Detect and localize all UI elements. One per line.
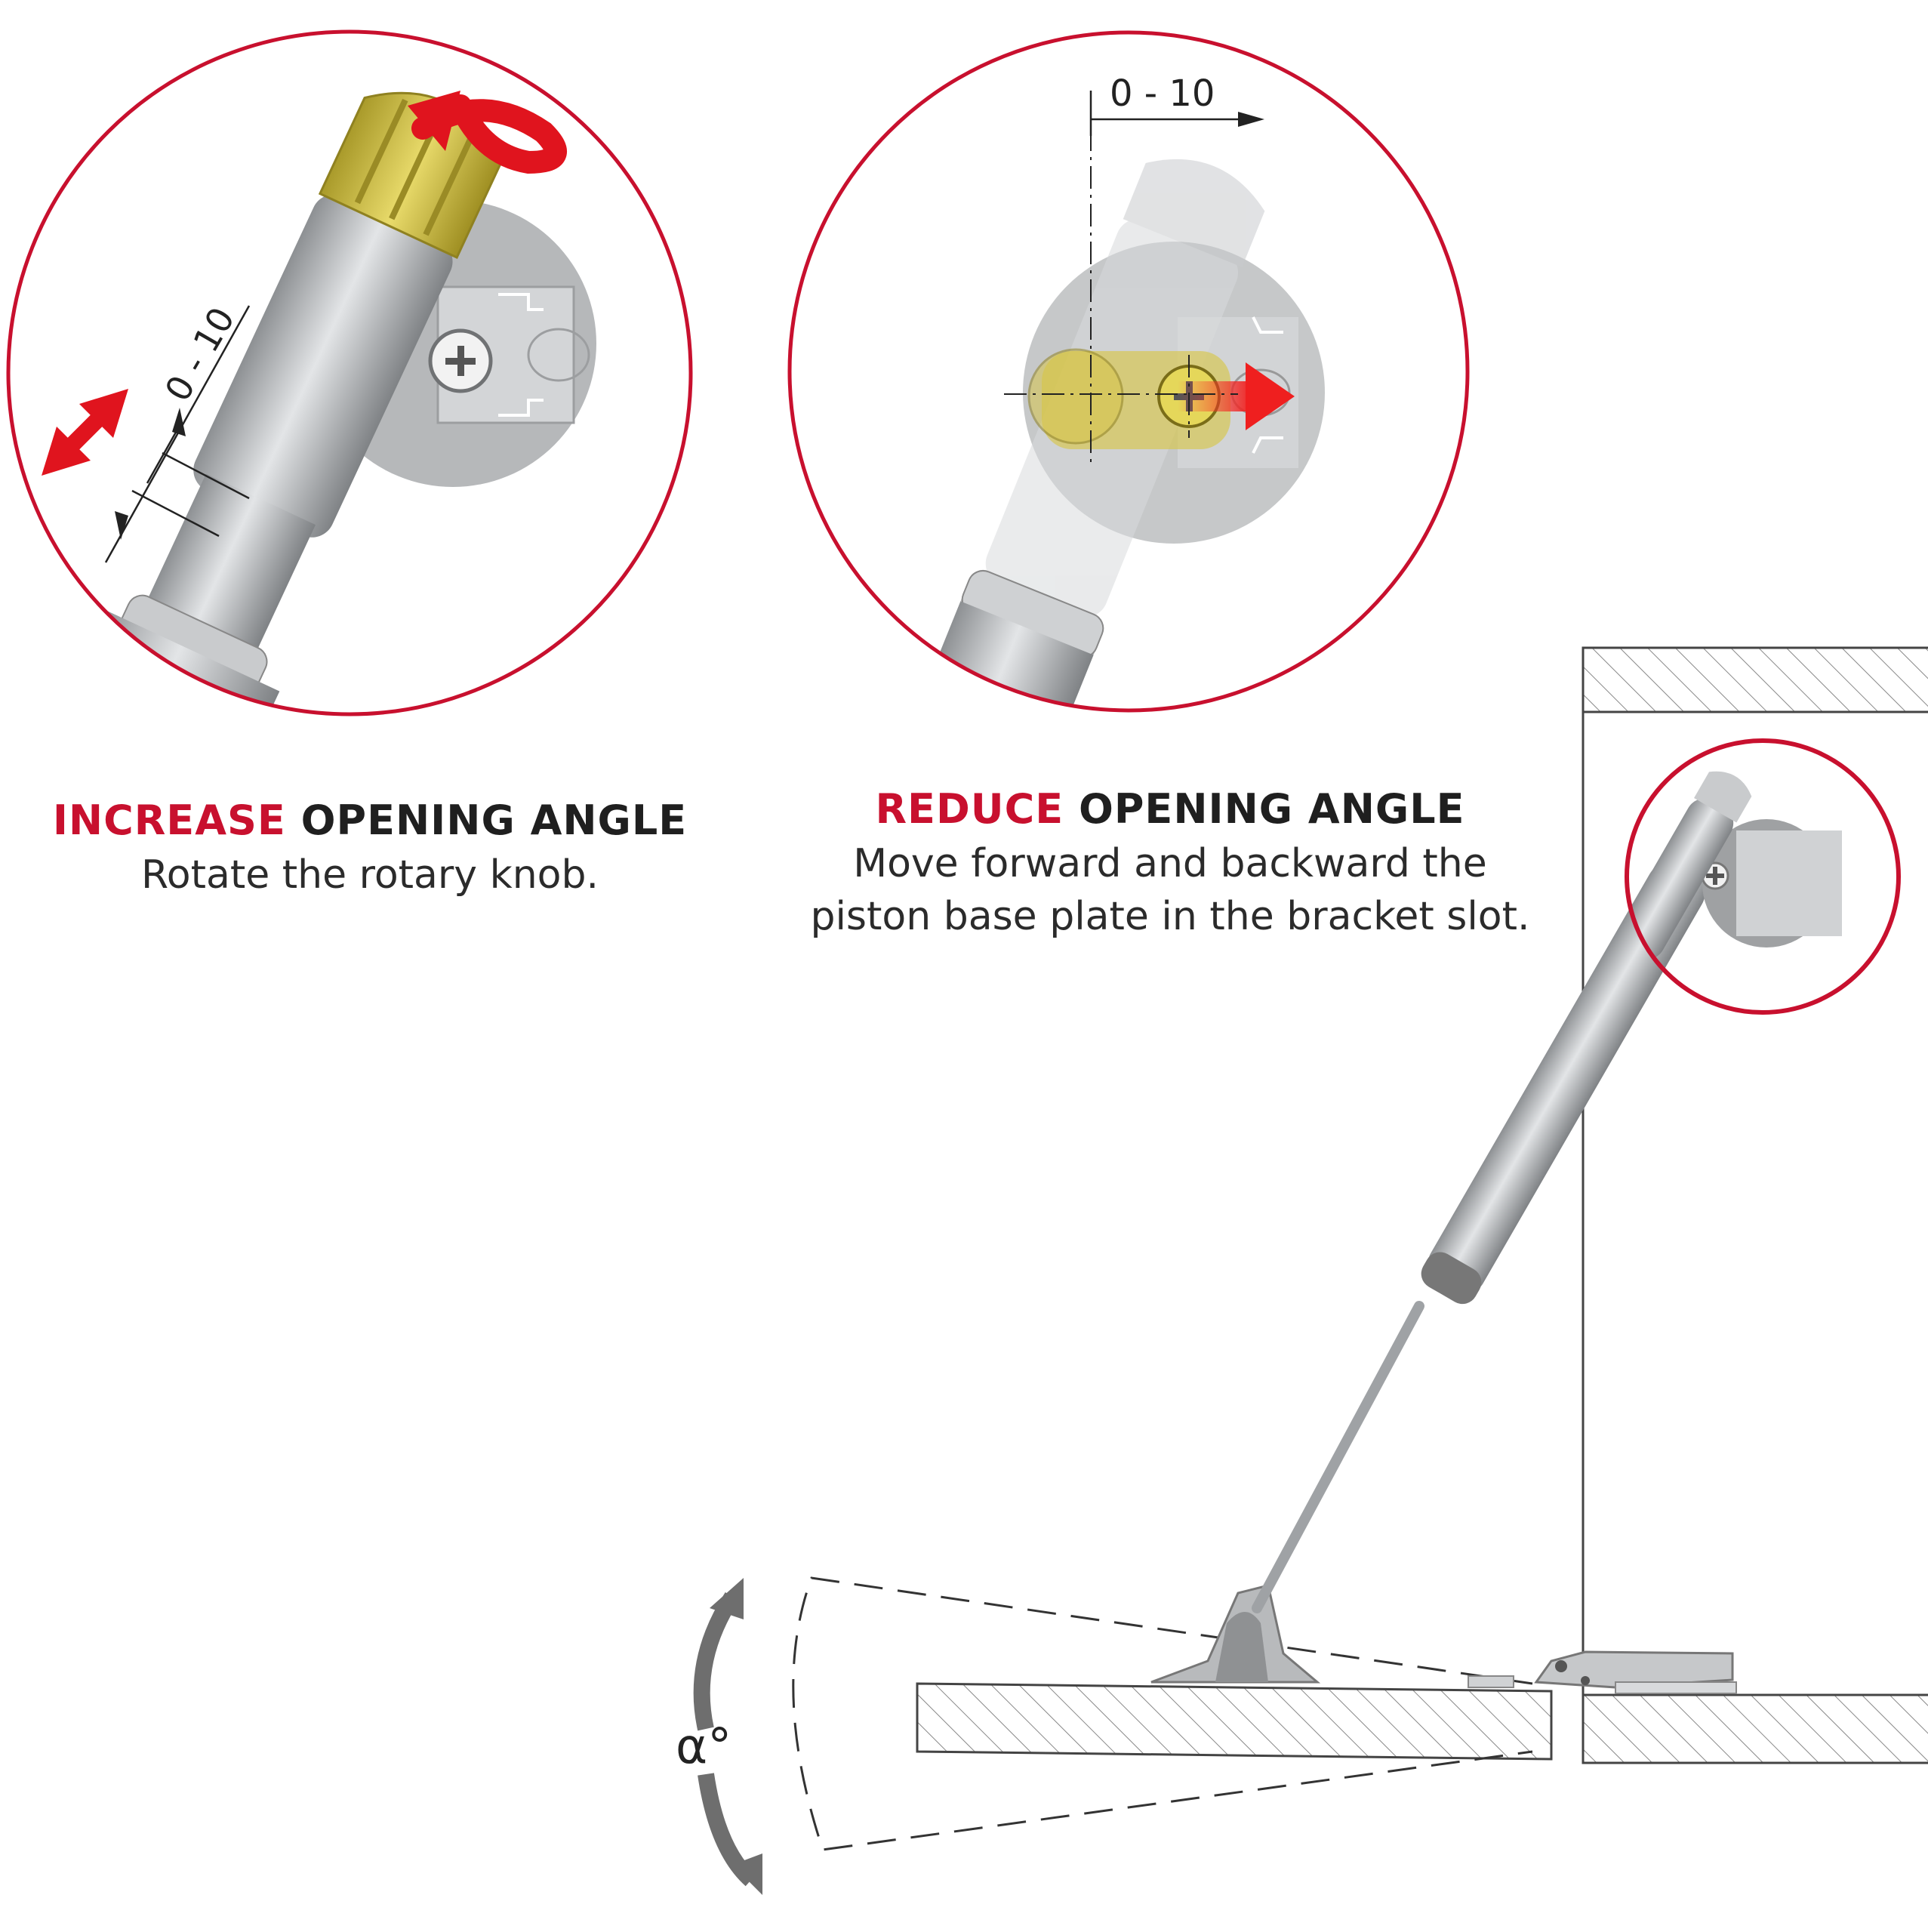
gas-piston bbox=[1252, 862, 1705, 1613]
piston-rod bbox=[1252, 1301, 1424, 1613]
screw-icon bbox=[428, 328, 493, 393]
caption-increase: INCREASE OPENING ANGLE Rotate the rotary… bbox=[15, 797, 725, 904]
title-highlight: REDUCE bbox=[875, 785, 1064, 833]
slide-arrow-icon bbox=[1178, 362, 1295, 430]
piston-cylinder bbox=[1428, 862, 1705, 1295]
detail-circle-border bbox=[787, 30, 1470, 713]
door-bracket bbox=[1150, 1584, 1321, 1684]
caption-reduce-instruction-line1: Move forward and backward the bbox=[853, 840, 1487, 886]
dimension-reduce bbox=[1089, 91, 1264, 136]
detail-callout-circle bbox=[1625, 738, 1901, 1015]
caption-increase-instruction: Rotate the rotary knob. bbox=[140, 852, 599, 898]
piston-body bbox=[193, 194, 453, 538]
caption-increase-title: INCREASE OPENING ANGLE bbox=[15, 797, 725, 846]
detail-circle-increase: 0 - 10 bbox=[6, 29, 693, 716]
adjust-double-arrow-icon bbox=[42, 389, 128, 476]
caption-reduce-instruction-line2: piston base plate in the bracket slot. bbox=[810, 893, 1530, 939]
rotate-arrow-icon bbox=[408, 91, 567, 174]
door-panel bbox=[916, 1682, 1553, 1761]
dimension-increase bbox=[104, 305, 251, 563]
title-highlight: INCREASE bbox=[52, 797, 286, 844]
title-rest: OPENING ANGLE bbox=[300, 797, 688, 844]
cabinet-section bbox=[916, 646, 1928, 1764]
title-rest: OPENING ANGLE bbox=[1078, 785, 1465, 833]
detail-circle-reduce: 0 - 10 bbox=[787, 30, 1470, 713]
detail-circle-border bbox=[6, 29, 693, 716]
caption-reduce: REDUCE OPENING ANGLE Move forward and ba… bbox=[778, 785, 1563, 946]
door-open-outline bbox=[792, 1576, 1533, 1851]
dimension-label-reduce: 0 - 10 bbox=[1110, 72, 1215, 115]
opening-angle-label: α° bbox=[676, 1719, 731, 1775]
caption-reduce-title: REDUCE OPENING ANGLE bbox=[778, 785, 1563, 834]
cabinet-top-panel bbox=[1582, 646, 1928, 713]
angle-arc-arrow-icon bbox=[693, 1578, 762, 1895]
hinge bbox=[1468, 1650, 1737, 1694]
cabinet-bottom-panel bbox=[1582, 1693, 1928, 1764]
